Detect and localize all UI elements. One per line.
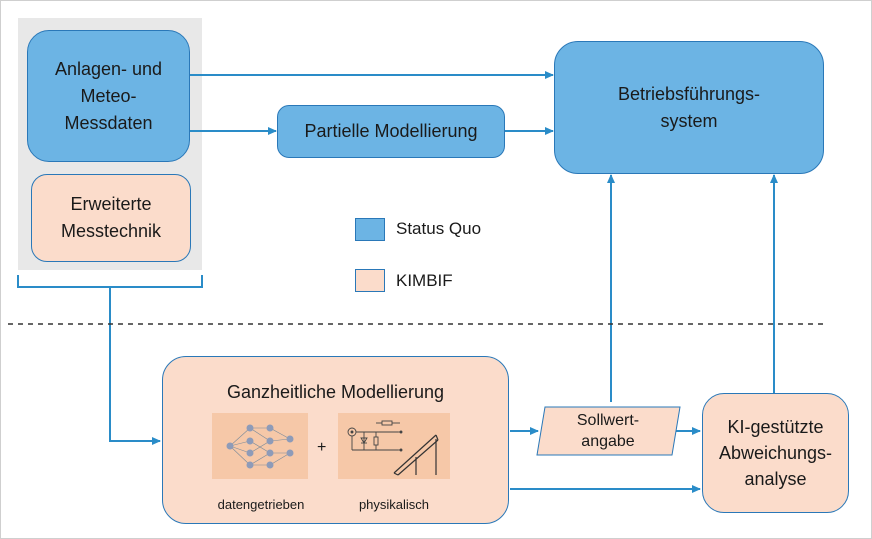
- box-ki-label: KI-gestützte Abweichungs- analyse: [718, 417, 833, 489]
- box-betrieb-label: Betriebsführungs- system: [617, 83, 761, 131]
- box-sollwertangabe: Sollwert- angabe: [541, 407, 675, 455]
- arrow-bracket-to-ganzheitlich: [109, 287, 161, 445]
- box-anlagen-label: Anlagen- und Meteo- Messdaten: [54, 58, 163, 133]
- sublabel-datengetrieben: datengetrieben: [217, 497, 305, 512]
- box-anlagen-meteo-messdaten: Anlagen- und Meteo- Messdaten: [27, 30, 190, 162]
- circuit-solar-panel-icon: [338, 413, 450, 479]
- box-betriebsfuehrungssystem: Betriebsführungs- system: [554, 41, 824, 174]
- box-ki-abweichungsanalyse: KI-gestützte Abweichungs- analyse: [702, 393, 849, 513]
- sublabel-physikalisch: physikalisch: [358, 497, 430, 512]
- plus-sign: +: [317, 439, 327, 456]
- neural-network-icon: [212, 413, 308, 479]
- ganzheitlich-title: Ganzheitliche Modellierung: [226, 382, 445, 402]
- legend-label-kimbif: KIMBIF: [396, 271, 453, 290]
- box-partielle-label: Partielle Modellierung: [304, 121, 478, 141]
- box-ganzheitliche-modellierung: Ganzheitliche Modellierung +: [162, 356, 509, 524]
- sollwert-shape: [536, 406, 681, 456]
- box-erweiterte-label: Erweiterte Messtechnik: [60, 194, 162, 241]
- bracket-measurement: [17, 275, 203, 288]
- legend-swatch-kimbif: [355, 269, 385, 292]
- box-sollwert-label: Sollwert- angabe: [576, 412, 640, 450]
- box-partielle-modellierung: Partielle Modellierung: [277, 105, 505, 158]
- legend-swatch-status-quo: [355, 218, 385, 241]
- box-erweiterte-messtechnik: Erweiterte Messtechnik: [31, 174, 191, 262]
- legend-label-status-quo: Status Quo: [396, 219, 482, 238]
